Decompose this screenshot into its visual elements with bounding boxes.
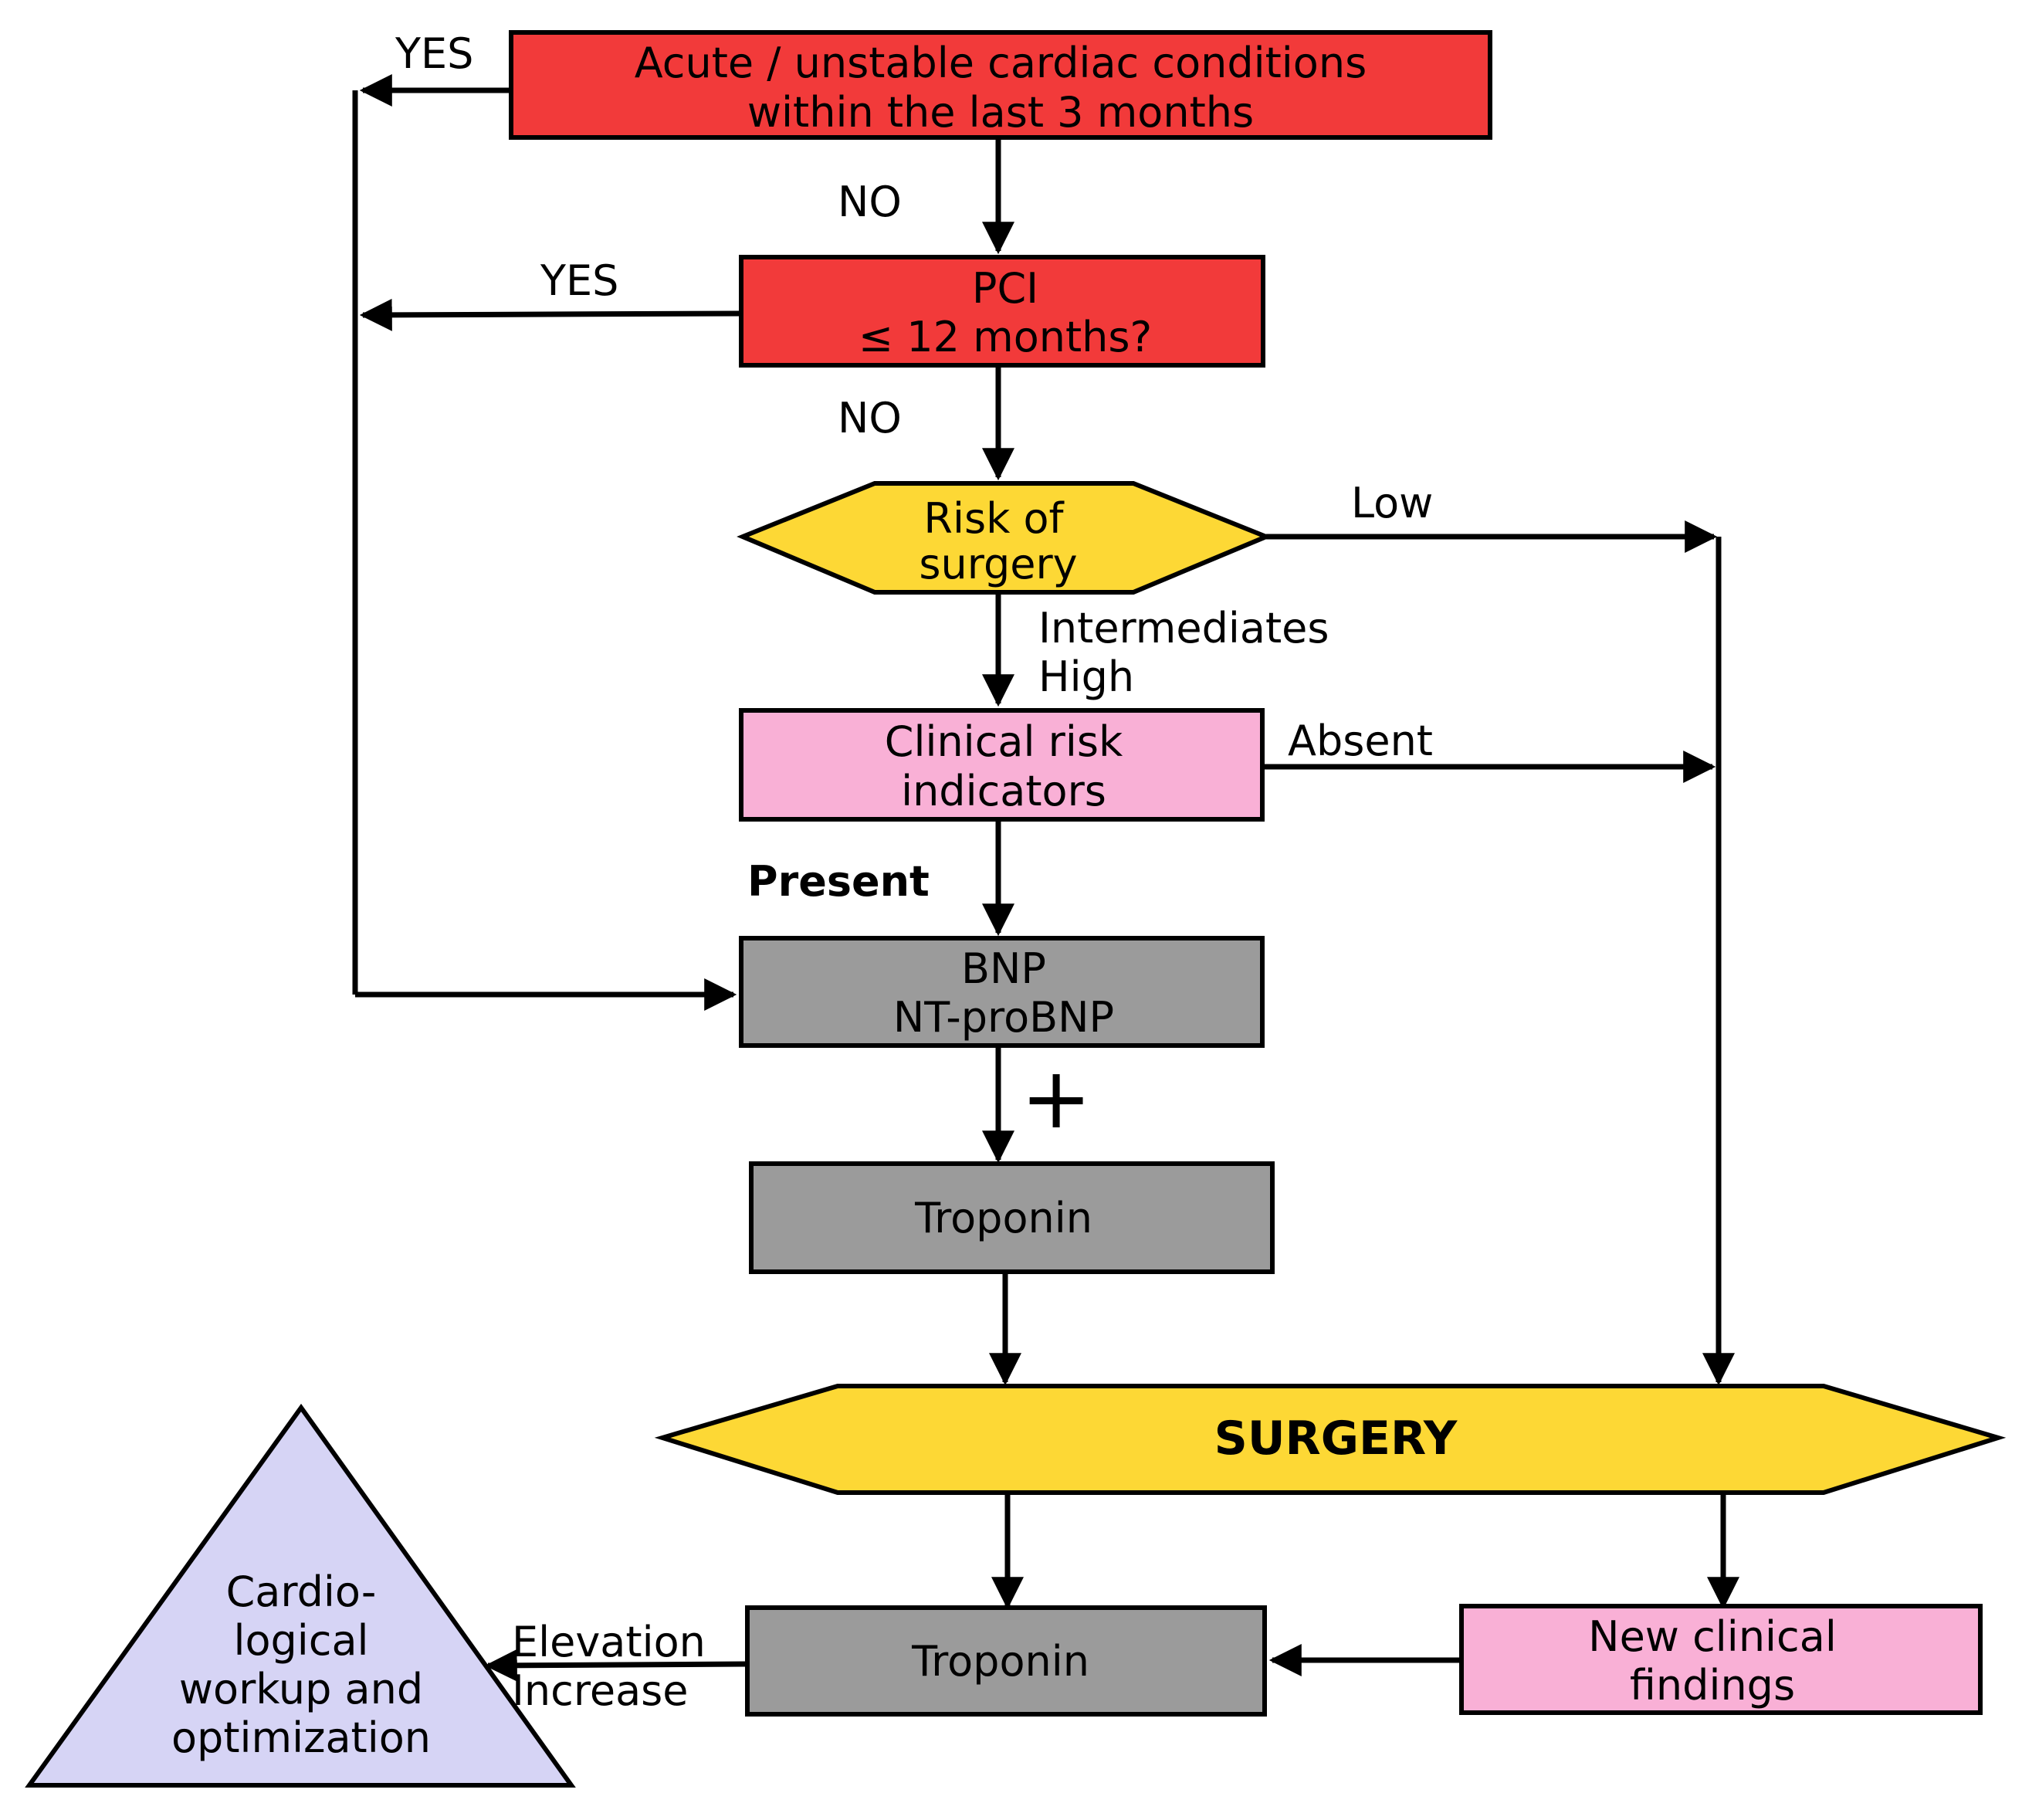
node-acute-line-1: Acute / unstable cardiac conditions bbox=[635, 39, 1367, 87]
label-risk-intermediates: Intermediates bbox=[1038, 604, 1329, 652]
node-troponin-pre-label: Troponin bbox=[914, 1194, 1092, 1242]
node-new-findings: New clinical findings bbox=[1459, 1604, 1983, 1715]
node-clinical-line-2: indicators bbox=[901, 767, 1106, 815]
node-findings-line-1: New clinical bbox=[1588, 1612, 1837, 1661]
node-risk-line-1: Risk of bbox=[923, 494, 1065, 543]
node-surgery: SURGERY bbox=[654, 1384, 2007, 1495]
node-pci-line-2: ≤ 12 months? bbox=[859, 313, 1152, 361]
node-acute-line-2: within the last 3 months bbox=[747, 88, 1254, 137]
node-workup-line-2: logical bbox=[233, 1616, 368, 1665]
label-clinical-present: Present bbox=[747, 857, 930, 906]
label-acute-yes: YES bbox=[395, 29, 473, 78]
node-clinical-risk: Clinical risk indicators bbox=[739, 708, 1265, 822]
node-workup-line-4: optimization bbox=[171, 1713, 431, 1762]
label-risk-low: Low bbox=[1351, 479, 1433, 527]
label-increase: Increase bbox=[512, 1666, 689, 1715]
node-risk-surgery: Risk of surgery bbox=[737, 481, 1272, 595]
node-troponin-pre: Troponin bbox=[749, 1161, 1275, 1274]
edge-troponin-workup bbox=[484, 1649, 746, 1682]
node-pci-line-1: PCI bbox=[972, 264, 1038, 313]
edge-labels: YES NO YES NO Low Intermediates High Abs… bbox=[395, 29, 1433, 1715]
label-elevation: Elevation bbox=[512, 1618, 706, 1666]
label-risk-high: High bbox=[1038, 652, 1134, 701]
node-workup: Cardio- logical workup and optimization bbox=[25, 1403, 576, 1788]
node-acute: Acute / unstable cardiac conditions with… bbox=[509, 30, 1492, 140]
node-findings-line-2: findings bbox=[1630, 1661, 1795, 1710]
label-pci-yes: YES bbox=[540, 256, 618, 305]
node-workup-line-3: workup and bbox=[179, 1665, 423, 1713]
node-troponin-post-label: Troponin bbox=[911, 1637, 1089, 1686]
connectors bbox=[352, 74, 1739, 1682]
node-workup-line-1: Cardio- bbox=[226, 1568, 377, 1616]
node-bnp: BNP NT-proBNP bbox=[739, 936, 1265, 1048]
node-bnp-line-1: BNP bbox=[961, 944, 1046, 993]
label-acute-no: NO bbox=[838, 178, 902, 226]
node-pci: PCI ≤ 12 months? bbox=[739, 255, 1265, 368]
node-risk-line-2: surgery bbox=[919, 540, 1077, 588]
label-plus: + bbox=[1021, 1049, 1092, 1147]
node-surgery-label: SURGERY bbox=[1214, 1412, 1458, 1466]
label-clinical-absent: Absent bbox=[1288, 717, 1433, 765]
node-bnp-line-2: NT-proBNP bbox=[893, 993, 1114, 1042]
node-clinical-line-1: Clinical risk bbox=[885, 717, 1123, 766]
label-pci-no: NO bbox=[838, 394, 902, 442]
node-troponin-post: Troponin bbox=[745, 1605, 1267, 1717]
edge-pci-yes bbox=[359, 298, 742, 331]
